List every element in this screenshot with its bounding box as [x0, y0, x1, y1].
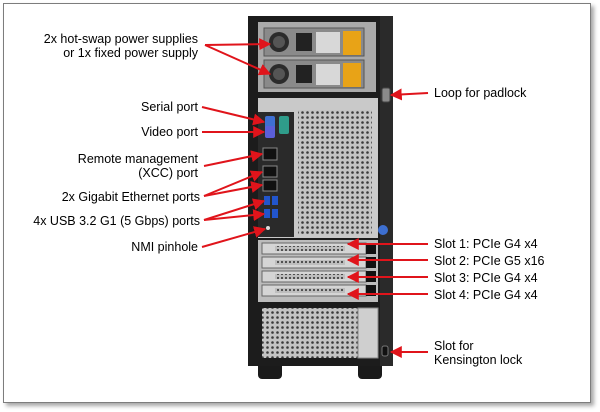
vent-grille-lower [262, 308, 358, 358]
foot-left [258, 362, 282, 379]
label-slot2: Slot 2: PCIe G5 x16 [434, 254, 545, 268]
label-power-supplies: 2x hot-swap power supplies or 1x fixed p… [43, 32, 198, 60]
arrow-psu-2 [204, 44, 272, 76]
chassis-side-strip [380, 16, 393, 366]
pcie-slot-1 [261, 242, 376, 255]
kensington-slot [381, 345, 389, 357]
label-padlock: Loop for padlock [434, 86, 527, 100]
label-usb: 4x USB 3.2 G1 (5 Gbps) ports [33, 214, 200, 228]
arrow-nmi [201, 226, 267, 248]
label-slot1: Slot 1: PCIe G4 x4 [434, 237, 538, 251]
label-serial-port: Serial port [141, 100, 198, 114]
label-ethernet: 2x Gigabit Ethernet ports [61, 190, 200, 204]
usb-port-1 [264, 196, 270, 205]
xcc-port [262, 147, 278, 161]
arrow-usb-1 [203, 198, 266, 221]
pcie-slot-4 [261, 284, 376, 297]
pcie-slot-2 [261, 256, 376, 269]
arrow-padlock [389, 88, 429, 101]
thumbscrew [378, 225, 388, 235]
label-kensington: Slot for Kensington lock [434, 339, 523, 367]
arrow-eth-1 [203, 170, 264, 197]
usb-port-3 [264, 209, 270, 218]
ethernet-port-1 [262, 165, 278, 178]
arrow-xcc [203, 150, 264, 167]
label-slot4: Slot 4: PCIe G4 x4 [434, 288, 538, 302]
label-video-port: Video port [141, 125, 198, 139]
label-nmi: NMI pinhole [131, 240, 198, 254]
power-supply-2 [263, 59, 365, 89]
power-supply-1 [263, 27, 365, 57]
video-port [265, 126, 275, 138]
lower-bracket [357, 307, 379, 359]
serial-port-2 [279, 116, 289, 134]
ethernet-port-2 [262, 179, 278, 192]
usb-port-4 [272, 209, 278, 218]
usb-port-2 [272, 196, 278, 205]
arrow-usb-2 [203, 209, 266, 222]
label-remote-mgmt: Remote management (XCC) port [77, 152, 198, 180]
foot-right [358, 362, 382, 379]
label-slot3: Slot 3: PCIe G4 x4 [434, 271, 538, 285]
vent-grille-upper [298, 110, 372, 234]
arrow-psu-1 [204, 38, 272, 51]
arrow-eth-2 [203, 181, 264, 197]
arrow-serial [201, 106, 266, 126]
nmi-pinhole [266, 226, 270, 230]
padlock-loop [381, 87, 391, 103]
